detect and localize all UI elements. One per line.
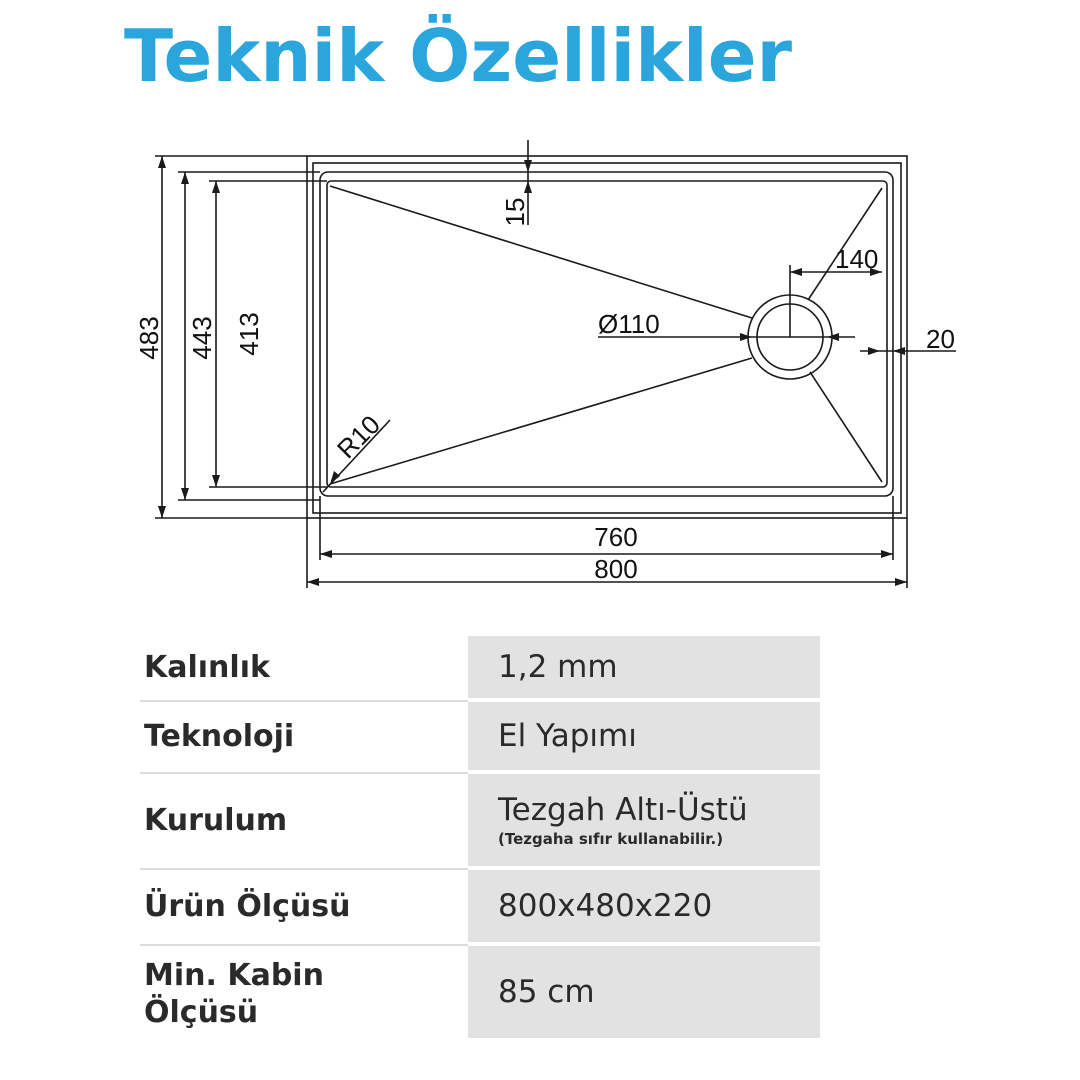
page-title: Teknik Özellikler	[124, 14, 793, 98]
spec-row-installation: Kurulum Tezgah Altı-Üstü (Tezgaha sıfır …	[140, 774, 820, 870]
outer-frame	[306, 155, 908, 519]
slope-line	[329, 357, 753, 485]
spec-value: 800x480x220	[498, 888, 713, 924]
dimension-413: 413	[234, 312, 264, 355]
spec-label: Teknoloji	[140, 702, 468, 774]
spec-value: Tezgah Altı-Üstü	[498, 792, 748, 828]
spec-value: El Yapımı	[498, 718, 637, 754]
spec-label: Min. Kabin Ölçüsü	[144, 957, 324, 1031]
spec-value-cell: 1,2 mm	[468, 636, 820, 698]
dimension-760: 760	[594, 522, 637, 552]
spec-table: Kalınlık 1,2 mm Teknoloji El Yapımı Kuru…	[140, 636, 820, 1042]
spec-value-cell: 800x480x220	[468, 870, 820, 942]
spec-value: 1,2 mm	[498, 649, 618, 685]
slope-line	[329, 185, 753, 319]
spec-label: Kalınlık	[140, 636, 468, 702]
spec-note: (Tezgaha sıfır kullanabilir.)	[498, 830, 724, 848]
sink-technical-drawing: 483 443 413 15 140 Ø110 20 R10 760 800	[134, 140, 956, 588]
spec-row-min-cabinet: Min. Kabin Ölçüsü 85 cm	[140, 946, 820, 1042]
dimension-drain-diameter: Ø110	[598, 309, 660, 339]
bowl-outline	[319, 171, 894, 497]
spec-row-product-size: Ürün Ölçüsü 800x480x220	[140, 870, 820, 946]
dimension-radius: R10	[331, 409, 386, 464]
spec-label: Kurulum	[140, 774, 468, 870]
outer-frame-inner	[312, 162, 902, 514]
dimension-15: 15	[500, 198, 530, 227]
spec-row-technology: Teknoloji El Yapımı	[140, 702, 820, 774]
spec-value-cell: El Yapımı	[468, 702, 820, 770]
dimension-443: 443	[187, 316, 217, 359]
slope-line	[807, 187, 883, 301]
spec-value-cell: Tezgah Altı-Üstü (Tezgaha sıfır kullanab…	[468, 774, 820, 866]
spec-row-thickness: Kalınlık 1,2 mm	[140, 636, 820, 702]
spec-label: Ürün Ölçüsü	[140, 870, 468, 946]
spec-value: 85 cm	[498, 974, 595, 1010]
slope-line	[809, 371, 883, 483]
dimension-20: 20	[926, 324, 955, 354]
dimension-483: 483	[134, 316, 164, 359]
dimension-800: 800	[594, 554, 637, 584]
bowl-inner	[326, 180, 888, 488]
spec-value-cell: 85 cm	[468, 946, 820, 1038]
dimension-140: 140	[835, 244, 878, 274]
